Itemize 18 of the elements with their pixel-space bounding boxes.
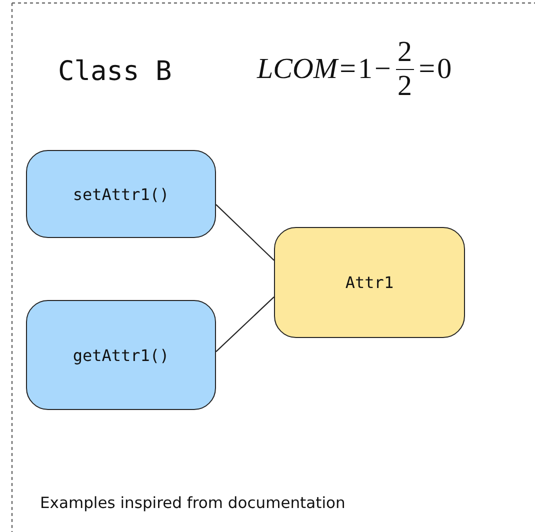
- connector-line: [216, 296, 274, 352]
- formula-text: 2: [398, 70, 412, 103]
- formula-text: LCOM: [257, 53, 338, 86]
- formula-text: =: [340, 53, 356, 86]
- class-title: Class B: [58, 56, 172, 87]
- formula-text: 2: [398, 36, 412, 69]
- node-label: Attr1: [345, 273, 394, 292]
- caption: Examples inspired from documentation: [40, 494, 346, 512]
- method-box: [26, 150, 216, 238]
- method-box: [26, 300, 216, 410]
- formula-text: =: [418, 53, 436, 86]
- formula-text: 1: [358, 53, 372, 86]
- node-label: getAttr1(): [72, 346, 170, 364]
- formula-text: −: [374, 53, 391, 86]
- node-label: setAttr1(): [72, 184, 170, 204]
- formula-text: 0: [437, 53, 452, 86]
- connector-line: [216, 204, 274, 261]
- attribute-box: [274, 227, 465, 338]
